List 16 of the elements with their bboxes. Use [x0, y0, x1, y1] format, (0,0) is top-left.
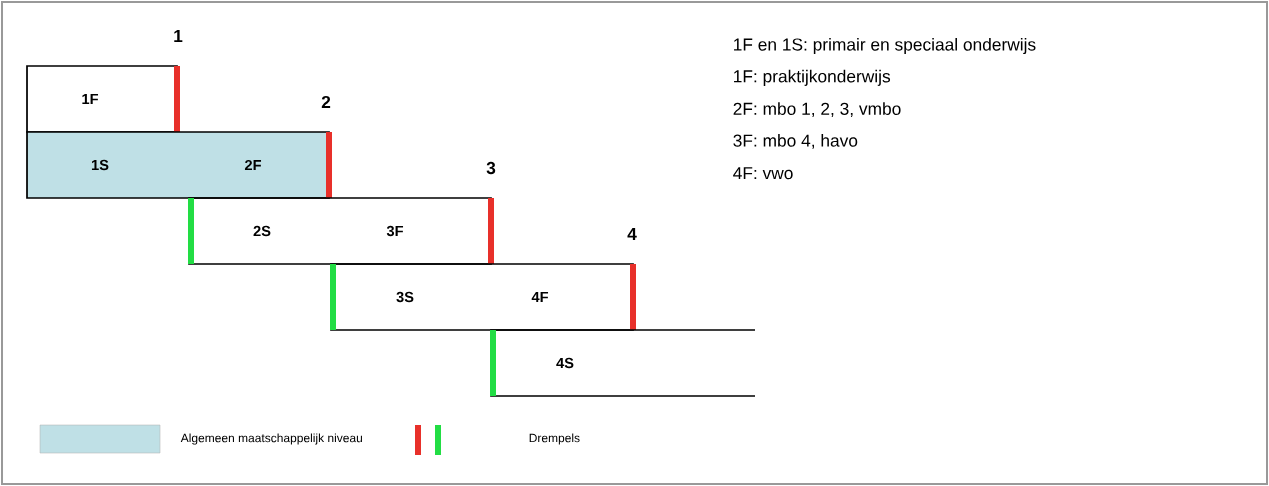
note-text: 3F: mbo 4, havo	[733, 134, 858, 149]
level-box: 3S 4F	[330, 263, 636, 331]
note-text: 1F en 1S: primair en speciaal onderwijs	[734, 37, 1036, 55]
threshold-number: 3	[486, 161, 496, 175]
note-text: 2F: mbo 1, 2, 3, vmbo	[733, 102, 901, 117]
level-box: 1S 2F	[26, 131, 332, 199]
legend-text: Drempels	[529, 433, 580, 445]
threshold-number: 1	[174, 30, 183, 42]
node-label: 4S	[556, 357, 574, 369]
note-text: 4F: vwo	[733, 167, 793, 180]
note-text: 1F: praktijkonderwijs	[734, 69, 891, 86]
threshold-number: 2	[321, 95, 331, 109]
threshold-number: 4	[627, 228, 637, 240]
level-box: 2S 3F	[188, 197, 494, 265]
legend-text: Algemeen maatschappelijk niveau	[180, 433, 362, 445]
level-box: 4S	[490, 329, 756, 397]
